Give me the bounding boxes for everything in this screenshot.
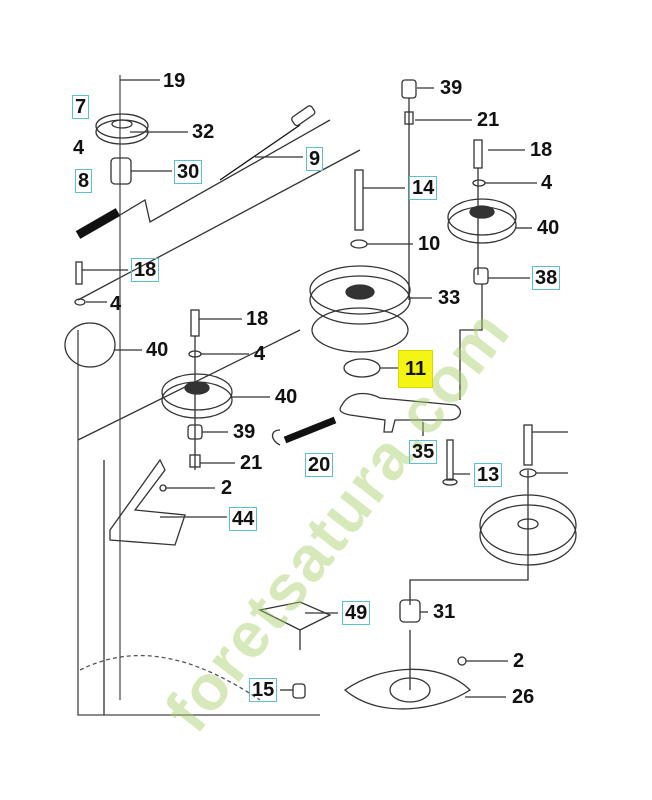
- nut-15: [292, 683, 306, 699]
- spring-20: [283, 416, 337, 444]
- callout-49[interactable]: 49: [342, 601, 371, 625]
- callout-7[interactable]: 7: [72, 95, 90, 119]
- callout-40[interactable]: 40: [275, 386, 298, 408]
- callout-44[interactable]: 44: [229, 507, 258, 531]
- bolt-18-mid: [190, 309, 200, 337]
- callout-35[interactable]: 35: [409, 440, 438, 464]
- pulley-40: [447, 198, 517, 236]
- callout-9[interactable]: 9: [306, 147, 324, 171]
- callout-2[interactable]: 2: [221, 477, 233, 499]
- idler-arm-35: [339, 392, 462, 433]
- callout-8[interactable]: 8: [75, 169, 93, 193]
- callout-20[interactable]: 20: [305, 453, 334, 477]
- washer-10: [350, 239, 368, 249]
- nut-39: [401, 79, 417, 99]
- callout-39[interactable]: 39: [233, 421, 256, 443]
- spacer-38: [473, 267, 489, 285]
- bracket-49: [258, 601, 332, 631]
- belt-line: [77, 149, 361, 301]
- callout-4[interactable]: 4: [73, 137, 85, 159]
- callout-13[interactable]: 13: [474, 463, 503, 487]
- callout-39[interactable]: 39: [440, 77, 463, 99]
- callout-14[interactable]: 14: [409, 176, 438, 200]
- spring-8: [75, 208, 121, 239]
- pulley-lower-right: [479, 494, 577, 556]
- belt-line: [119, 119, 331, 223]
- callout-10[interactable]: 10: [418, 233, 441, 255]
- callout-26[interactable]: 26: [512, 686, 535, 708]
- callout-33[interactable]: 33: [438, 287, 461, 309]
- frame-line: [77, 330, 320, 716]
- callout-18[interactable]: 18: [530, 139, 553, 161]
- callout-31[interactable]: 31: [433, 601, 456, 623]
- bracket-44: [109, 458, 186, 546]
- callout-11-highlighted[interactable]: 11: [398, 350, 434, 388]
- callout-38[interactable]: 38: [532, 266, 561, 290]
- callout-32[interactable]: 32: [192, 121, 215, 143]
- callout-15[interactable]: 15: [249, 678, 278, 702]
- bolt-18: [473, 139, 483, 169]
- callout-4[interactable]: 4: [254, 343, 266, 365]
- callout-4[interactable]: 4: [541, 172, 553, 194]
- callout-18[interactable]: 18: [131, 258, 160, 282]
- callout-21[interactable]: 21: [477, 109, 500, 131]
- pulley-33: [309, 265, 411, 315]
- callout-19[interactable]: 19: [163, 70, 186, 92]
- callout-4[interactable]: 4: [110, 293, 122, 315]
- callout-18[interactable]: 18: [246, 308, 269, 330]
- callout-40[interactable]: 40: [537, 217, 560, 239]
- spacer-31: [399, 599, 421, 623]
- t-handle-9: [291, 105, 316, 127]
- pulley-32: [95, 113, 149, 139]
- plate-26: [343, 668, 472, 710]
- callout-21[interactable]: 21: [240, 452, 263, 474]
- callout-40[interactable]: 40: [146, 339, 169, 361]
- washer-11: [343, 358, 381, 378]
- pulley-40-mid: [161, 373, 233, 411]
- pulley-40-left: [64, 322, 116, 368]
- bolt-14: [354, 169, 364, 231]
- callout-30[interactable]: 30: [174, 160, 203, 184]
- spacer-30: [110, 157, 132, 185]
- bolt-13: [446, 439, 454, 481]
- callout-2[interactable]: 2: [513, 650, 525, 672]
